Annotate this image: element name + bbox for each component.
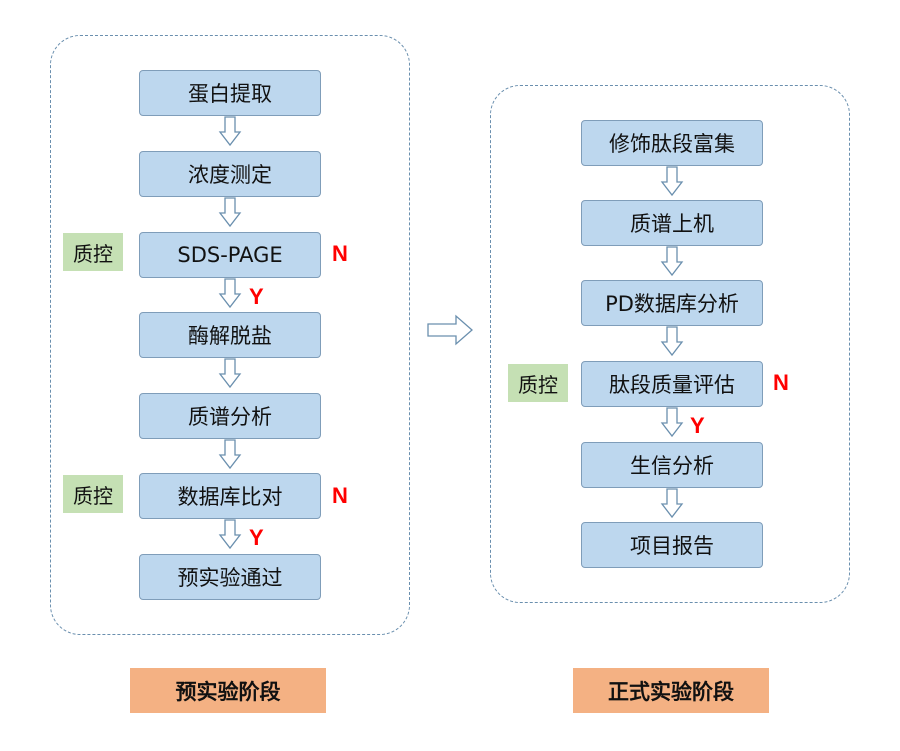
step-digestion-desalting: 酶解脱盐 [139, 312, 321, 358]
fail-mark: N [332, 483, 348, 508]
arrow-right-icon [427, 314, 473, 346]
step-protein-extraction: 蛋白提取 [139, 70, 321, 116]
arrow-down-icon [218, 278, 242, 309]
qc-label: 质控 [63, 475, 123, 513]
step-ms-run: 质谱上机 [581, 200, 763, 246]
fail-mark: N [773, 370, 789, 395]
arrow-down-icon [218, 439, 242, 470]
arrow-down-icon [218, 116, 242, 147]
arrow-down-icon [660, 246, 684, 277]
step-bioinformatics-analysis: 生信分析 [581, 442, 763, 488]
arrow-down-icon [660, 326, 684, 357]
qc-label: 质控 [63, 233, 123, 271]
pre-experiment-panel [50, 35, 410, 635]
pass-mark: Y [249, 525, 264, 550]
step-database-search: 数据库比对 [139, 473, 321, 519]
step-pre-experiment-passed: 预实验通过 [139, 554, 321, 600]
qc-label: 质控 [508, 364, 568, 402]
arrow-down-icon [660, 166, 684, 197]
arrow-down-icon [218, 358, 242, 389]
step-peptide-quality-assessment: 肽段质量评估 [581, 361, 763, 407]
arrow-down-icon [660, 407, 684, 438]
step-project-report: 项目报告 [581, 522, 763, 568]
pass-mark: Y [249, 284, 264, 309]
arrow-down-icon [218, 519, 242, 550]
step-sds-page: SDS-PAGE [139, 232, 321, 278]
arrow-down-icon [660, 488, 684, 519]
stage-label-pre-experiment: 预实验阶段 [130, 668, 326, 713]
step-modified-peptide-enrichment: 修饰肽段富集 [581, 120, 763, 166]
stage-label-formal-experiment: 正式实验阶段 [573, 668, 769, 713]
step-concentration-measurement: 浓度测定 [139, 151, 321, 197]
step-pd-database-analysis: PD数据库分析 [581, 280, 763, 326]
pass-mark: Y [690, 413, 705, 438]
arrow-down-icon [218, 197, 242, 228]
fail-mark: N [332, 241, 348, 266]
formal-experiment-panel [490, 85, 850, 603]
step-ms-analysis: 质谱分析 [139, 393, 321, 439]
